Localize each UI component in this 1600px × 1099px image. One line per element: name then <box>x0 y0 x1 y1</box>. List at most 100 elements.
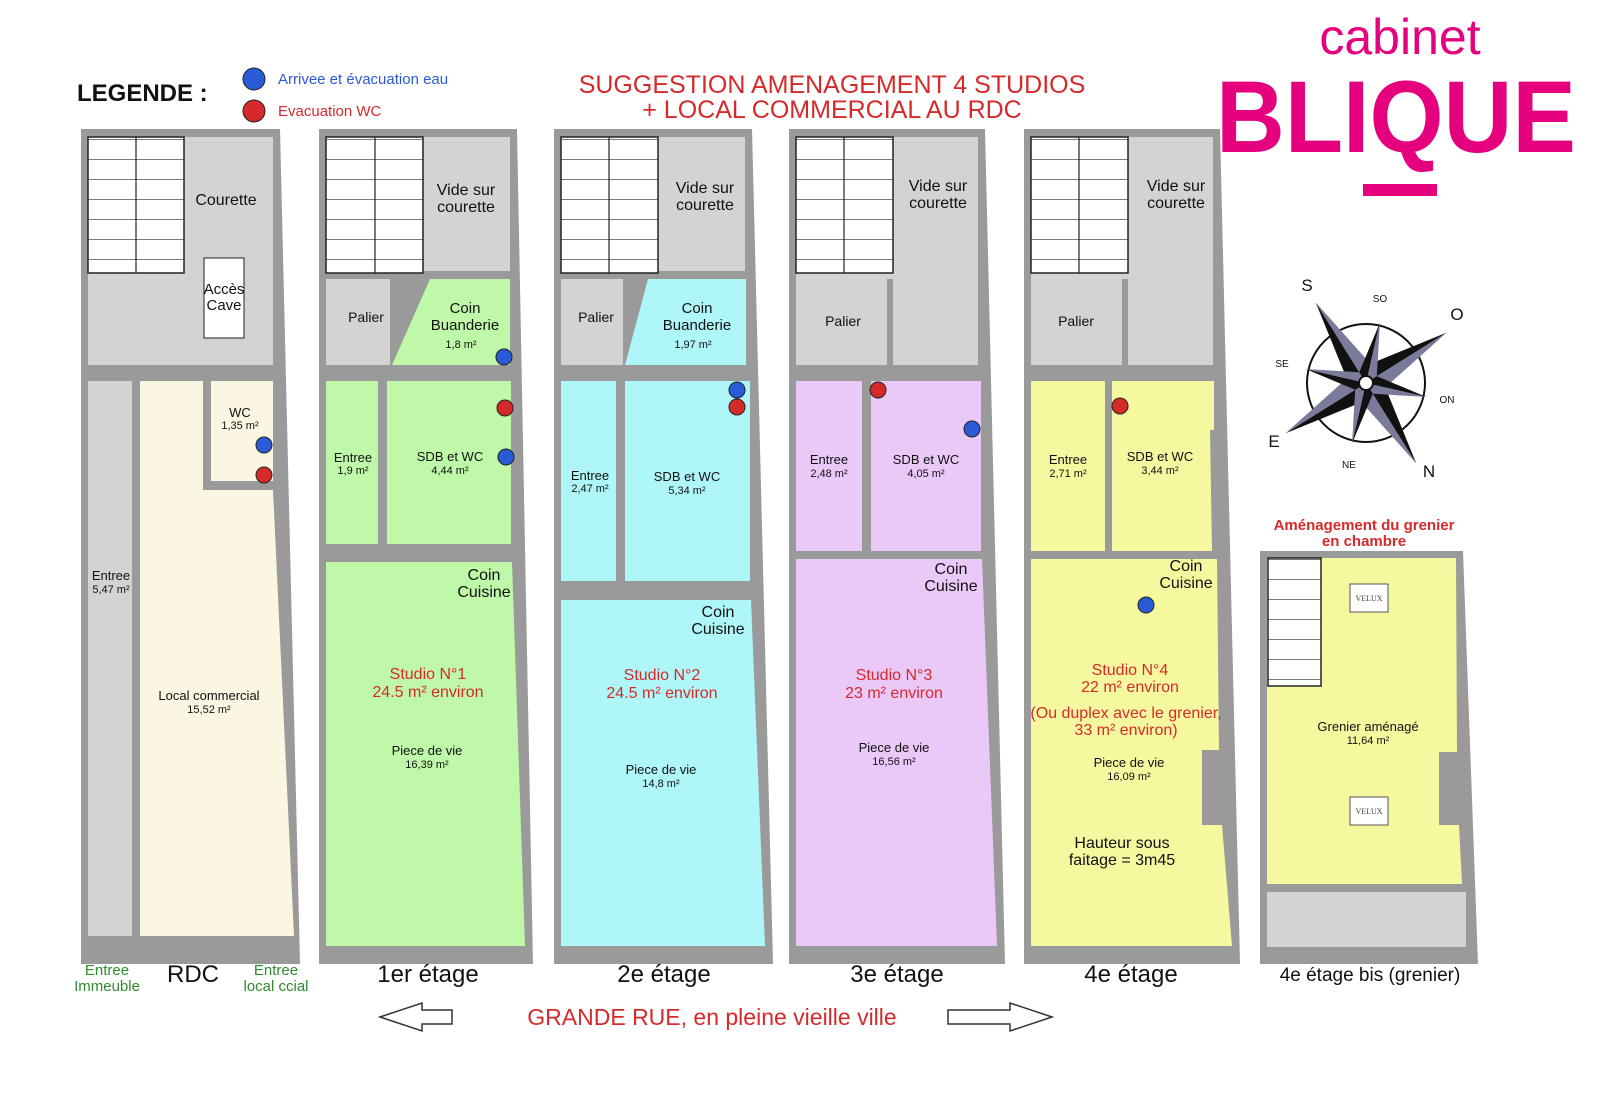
floor4-piece-area: 16,09 m² <box>1107 771 1151 783</box>
floor4-vide-line1: Vide sur <box>1147 178 1206 195</box>
floor4-studio-line3: (Ou duplex avec le grenier, <box>1030 705 1221 722</box>
floor2-entree <box>561 381 616 581</box>
floor3-label: 3e étage <box>850 961 943 988</box>
rdc-local-name: Local commercial <box>158 688 259 703</box>
brand-underline <box>1363 184 1437 196</box>
rdc-water-pipe-icon <box>255 436 273 454</box>
floor2-entree-area: 2,47 m² <box>571 483 609 495</box>
compass-label-ne: NE <box>1342 460 1356 471</box>
floor4-studio-line4: 33 m² environ) <box>1074 722 1177 739</box>
floor4-sdb <box>1112 381 1214 551</box>
floor2-piece-area: 14,8 m² <box>642 778 680 790</box>
floor3-vide-line1: Vide sur <box>909 178 968 195</box>
floor4-studio-line1: Studio N°4 <box>1092 662 1169 679</box>
floor3-palier-label: Palier <box>825 313 861 329</box>
floor1-label: 1er étage <box>377 961 478 988</box>
legend: LEGENDE : Arrivee et évacuation eau Evac… <box>77 67 448 123</box>
compass-label-s: S <box>1301 276 1312 295</box>
floor1-vide-line1: Vide sur <box>437 182 496 199</box>
floor1-cuisine-line1: Coin <box>468 567 501 584</box>
floor2-studio-line2: 24.5 m² environ <box>606 685 717 702</box>
floor4-sdb-name: SDB et WC <box>1127 449 1193 464</box>
floor2-vide-line1: Vide sur <box>676 180 735 197</box>
floor2-sdb-area: 5,34 m² <box>668 485 706 497</box>
compass-label-on: ON <box>1440 395 1455 406</box>
floor1-studio-line2: 24.5 m² environ <box>372 684 483 701</box>
floor3-piece-de-vie <box>796 559 997 946</box>
rdc-wc-pipe-icon <box>255 466 273 484</box>
floor3-piece-name: Piece de vie <box>859 740 930 755</box>
grenier-area: 11,64 m² <box>1347 735 1390 747</box>
floor3-piece-area: 16,56 m² <box>872 756 916 768</box>
compass-label-e: E <box>1268 432 1279 451</box>
plan-floor3: Vide sur courette Palier Entree 2,48 m² … <box>789 129 1005 988</box>
street-label: GRANDE RUE, en pleine vieille ville <box>527 1004 896 1030</box>
rdc-entree-room <box>88 381 132 936</box>
floor4-piece-name: Piece de vie <box>1094 755 1165 770</box>
legend-red-dot-icon <box>242 99 266 123</box>
floor3-cuisine-line1: Coin <box>935 561 968 578</box>
floor4-cuisine-line1: Coin <box>1170 558 1203 575</box>
floor1-entree-name: Entree <box>334 450 372 465</box>
rdc-cave-line1: Accès <box>204 281 245 298</box>
floor4-hauteur-line1: Hauteur sous <box>1074 835 1169 852</box>
floor3-sdb-name: SDB et WC <box>893 452 959 467</box>
rdc-local-area: 15,52 m² <box>187 704 231 716</box>
grenier-velux-2 <box>1349 796 1389 826</box>
grenier-low-area <box>1267 892 1466 947</box>
rdc-entree-local-line2: local ccial <box>243 978 308 995</box>
compass-label-o: O <box>1450 305 1463 324</box>
floor2-piece-de-vie <box>561 600 765 946</box>
grenier-velux-1 <box>1349 583 1389 613</box>
brand-line1: cabinet <box>1319 9 1480 65</box>
floor1-palier-label: Palier <box>348 309 384 325</box>
floor2-water-pipe-icon <box>728 381 746 399</box>
floor1-sdb-name: SDB et WC <box>417 449 483 464</box>
floor3-water-pipe-icon <box>963 420 981 438</box>
grenier-name: Grenier aménagé <box>1317 719 1418 734</box>
floor3-entree <box>796 381 862 551</box>
floor2-buanderie <box>625 279 746 365</box>
grenier-floor-label: 4e étage bis (grenier) <box>1280 965 1461 986</box>
legend-red-label: Evacuation WC <box>278 103 382 120</box>
floor1-vide-line2: courette <box>437 199 495 216</box>
floor4-sdb-area: 3,44 m² <box>1141 465 1179 477</box>
grenier-staircase <box>1267 557 1322 687</box>
rdc-entree-immeuble-line1: Entree <box>85 962 129 979</box>
floor1-buanderie-line1: Coin <box>450 300 481 317</box>
floor2-palier <box>561 279 623 365</box>
plan-floor1: Vide sur courette Palier Coin Buanderie … <box>319 129 533 988</box>
floor1-cuisine-line2: Cuisine <box>457 584 510 601</box>
floor2-cuisine-line2: Cuisine <box>691 621 744 638</box>
compass-label-n: N <box>1423 462 1435 481</box>
floor3-sdb-area: 4,05 m² <box>907 468 945 480</box>
floor3-vide-line2: courette <box>909 195 967 212</box>
legend-blue-dot-icon <box>242 67 266 91</box>
rdc-wc-area: 1,35 m² <box>221 420 259 432</box>
floor3-cuisine-line2: Cuisine <box>924 578 977 595</box>
floor1-buanderie <box>392 279 510 365</box>
plan-title-line2: + LOCAL COMMERCIAL AU RDC <box>642 96 1021 124</box>
floor4-cuisine-line2: Cuisine <box>1159 575 1212 592</box>
rdc-entree-name: Entree <box>92 568 130 583</box>
floor4-wc-pipe-icon <box>1111 397 1129 415</box>
floor2-vide-line2: courette <box>676 197 734 214</box>
floor4-entree-name: Entree <box>1049 452 1087 467</box>
floor1-sdb-area: 4,44 m² <box>431 465 469 477</box>
floor4-studio-line2: 22 m² environ <box>1081 679 1179 696</box>
plan-grenier: Aménagement du grenier en chambre VELUX … <box>1260 517 1478 986</box>
floor2-piece-name: Piece de vie <box>626 762 697 777</box>
floor2-buanderie-line2: Buanderie <box>663 317 731 334</box>
compass-label-so: SO <box>1373 294 1388 305</box>
floor2-entree-name: Entree <box>571 468 609 483</box>
floor2-buanderie-area: 1,97 m² <box>674 339 712 351</box>
legend-blue-label: Arrivee et évacuation eau <box>278 71 448 88</box>
plan-floor2: Vide sur courette Palier Coin Buanderie … <box>554 129 773 988</box>
floor1-palier <box>326 279 390 365</box>
rdc-wc-name: WC <box>229 405 251 420</box>
rdc-courette-label: Courette <box>195 192 256 209</box>
grenier-velux-1-label: VELUX <box>1355 594 1382 603</box>
rdc-floor-label: RDC <box>167 961 219 988</box>
floor1-piece-name: Piece de vie <box>392 743 463 758</box>
rdc-wc-room <box>211 381 273 481</box>
